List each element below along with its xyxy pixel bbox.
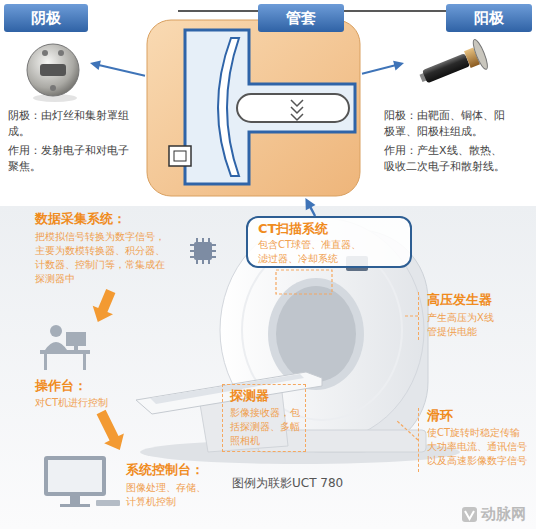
xray-tube [291,107,303,113]
box-body: 包含CT球管、准直器、滤过器、冷却系统 [258,238,366,266]
xray-tube [147,20,360,196]
leader-line [276,270,332,294]
xray-tube [218,38,239,176]
xray-tube [147,20,360,196]
cathode-photo [40,64,66,76]
operator-icon [40,325,90,370]
callout-title: 高压发生器 [427,292,527,308]
connector-arrow [93,289,116,322]
callout-body: 影像接收器，包括探测器、多幅照相机 [230,406,302,448]
connector-arrow [362,61,404,75]
anode-photo [415,38,490,93]
xray-tube [291,100,303,106]
description-text: 作用：发射电子和对电子聚焦。 [8,143,130,175]
photo-background [0,206,536,529]
operator-icon [40,350,90,354]
header-band: 管套 [258,4,344,32]
operator-icon [44,354,47,370]
anode-photo [471,38,490,71]
cathode-photo [58,50,64,56]
watermark-logo [465,511,474,519]
header-band: 阴极 [4,4,88,32]
box-title: CT扫描系统 [258,221,408,237]
callout-title: 探测器 [230,388,300,404]
operator-icon [83,354,86,370]
connector-arrow [97,410,124,450]
callout-body: 对CT机进行控制 [35,396,125,410]
connector-arrow [93,289,116,322]
callout-title: 操作台： [35,378,125,394]
xray-tube [291,114,303,120]
operator-icon [74,346,78,350]
connector-arrow [305,198,316,217]
cathode-photo [42,50,48,56]
watermark-logo [462,507,477,522]
ct-scanner [268,278,364,390]
callout-box: 系统控制台： 图像处理、存储、计算机控制 [38,450,234,516]
watermark-logo [462,507,477,522]
ct-scanner [150,374,304,404]
xray-tube [174,151,186,161]
connector-arrow [305,198,316,217]
chip-icon [194,242,212,260]
anode-photo [422,53,470,83]
system-box: CT扫描系统包含CT球管、准直器、滤过器、冷却系统 [246,216,412,268]
callout-box: 探测器影像接收器，包括探测器、多幅照相机 [222,384,306,452]
callout-box: 滑环使CT旋转时稳定传输大功率电流、通讯信号以及高速影像数字信号 [418,408,532,472]
callout-title: 系统控制台： [126,462,234,478]
leader-line [404,315,418,316]
callout-title: 滑环 [427,408,531,424]
computer-icon [70,496,80,504]
computer-icon [44,456,106,496]
callout-body: 图像处理、存储、计算机控制 [126,481,211,509]
description-text: 阳极：由靶面、铜体、阳极罩、阳极柱组成。 [384,108,508,140]
computer-icon [44,456,120,507]
connector-arrow [362,61,404,75]
connector-arrow [90,60,145,76]
description-text: 作用：产生X线、散热、吸收二次电子和散射线。 [384,143,508,175]
computer-icon [48,460,102,492]
leader-line [396,420,418,440]
xray-tube [237,94,349,122]
callout-box: 数据采集系统： 把模拟信号转换为数字信号，主要为数模转换器、积分器、计数器、控制门… [35,211,220,291]
callout-body: 产生高压为X线管提供电能 [427,311,499,339]
cathode-photo [27,44,79,102]
anode-photo [415,38,490,93]
chip-icon [190,238,216,264]
callout-box: 高压发生器产生高压为X线管提供电能 [418,292,532,340]
watermark-text: 动脉网 [481,505,536,523]
xray-tube [169,146,191,166]
computer-icon [96,500,120,506]
callout-title: 数据采集系统： [35,211,185,227]
callout-body: 把模拟信号转换为数字信号，主要为数模转换器、积分器、计数器、控制门等，常集成在探… [35,230,167,286]
callout-body: 使CT旋转时稳定传输大功率电流、通讯信号以及高速影像数字信号 [427,426,528,468]
cathode-panel: 阴极 [4,4,90,102]
cathode-photo [27,44,79,96]
operator-icon [50,325,62,337]
ct-scanner [276,286,356,382]
anode-panel: 阳极 [404,4,532,90]
cathode-photo [50,85,56,91]
caption-text: 图例为联影UCT 780 [232,476,412,491]
operator-icon [45,342,67,350]
chip-icon [190,238,216,264]
connector-arrow [90,60,145,76]
computer-icon [60,504,90,507]
operator-icon [66,332,86,346]
tube-housing: 管套 [145,4,362,198]
description-text: 阴极：由灯丝和集射罩组成。 [8,108,130,140]
header-band: 阳极 [446,4,532,32]
connector-arrow [97,410,124,450]
xray-tube [185,30,355,184]
callout-box: 操作台： 对CT机进行控制 [33,322,125,412]
